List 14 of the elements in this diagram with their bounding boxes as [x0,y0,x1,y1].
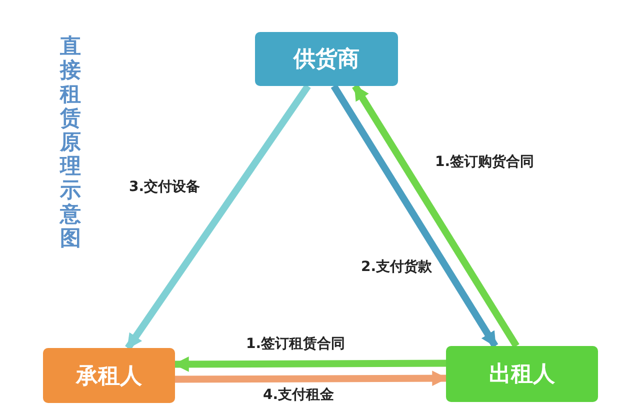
lessee-box: 承租人 [43,348,175,403]
arrow [174,370,448,386]
edge-label: 2.支付货款 [360,258,434,276]
edge-label: 1.签订购货合同 [434,153,536,171]
arrow [330,84,498,348]
arrow [173,356,446,372]
vertical-title: 直接租赁原理示意图 [60,34,82,250]
lessor-box: 出租人 [446,346,598,402]
edge-label: 3.交付设备 [128,178,202,196]
edge-label: 4.支付租金 [262,386,336,404]
arrow [125,84,311,350]
edge-label: 1.签订租赁合同 [245,335,346,353]
arrow [352,84,520,348]
supplier-box: 供货商 [255,32,398,86]
